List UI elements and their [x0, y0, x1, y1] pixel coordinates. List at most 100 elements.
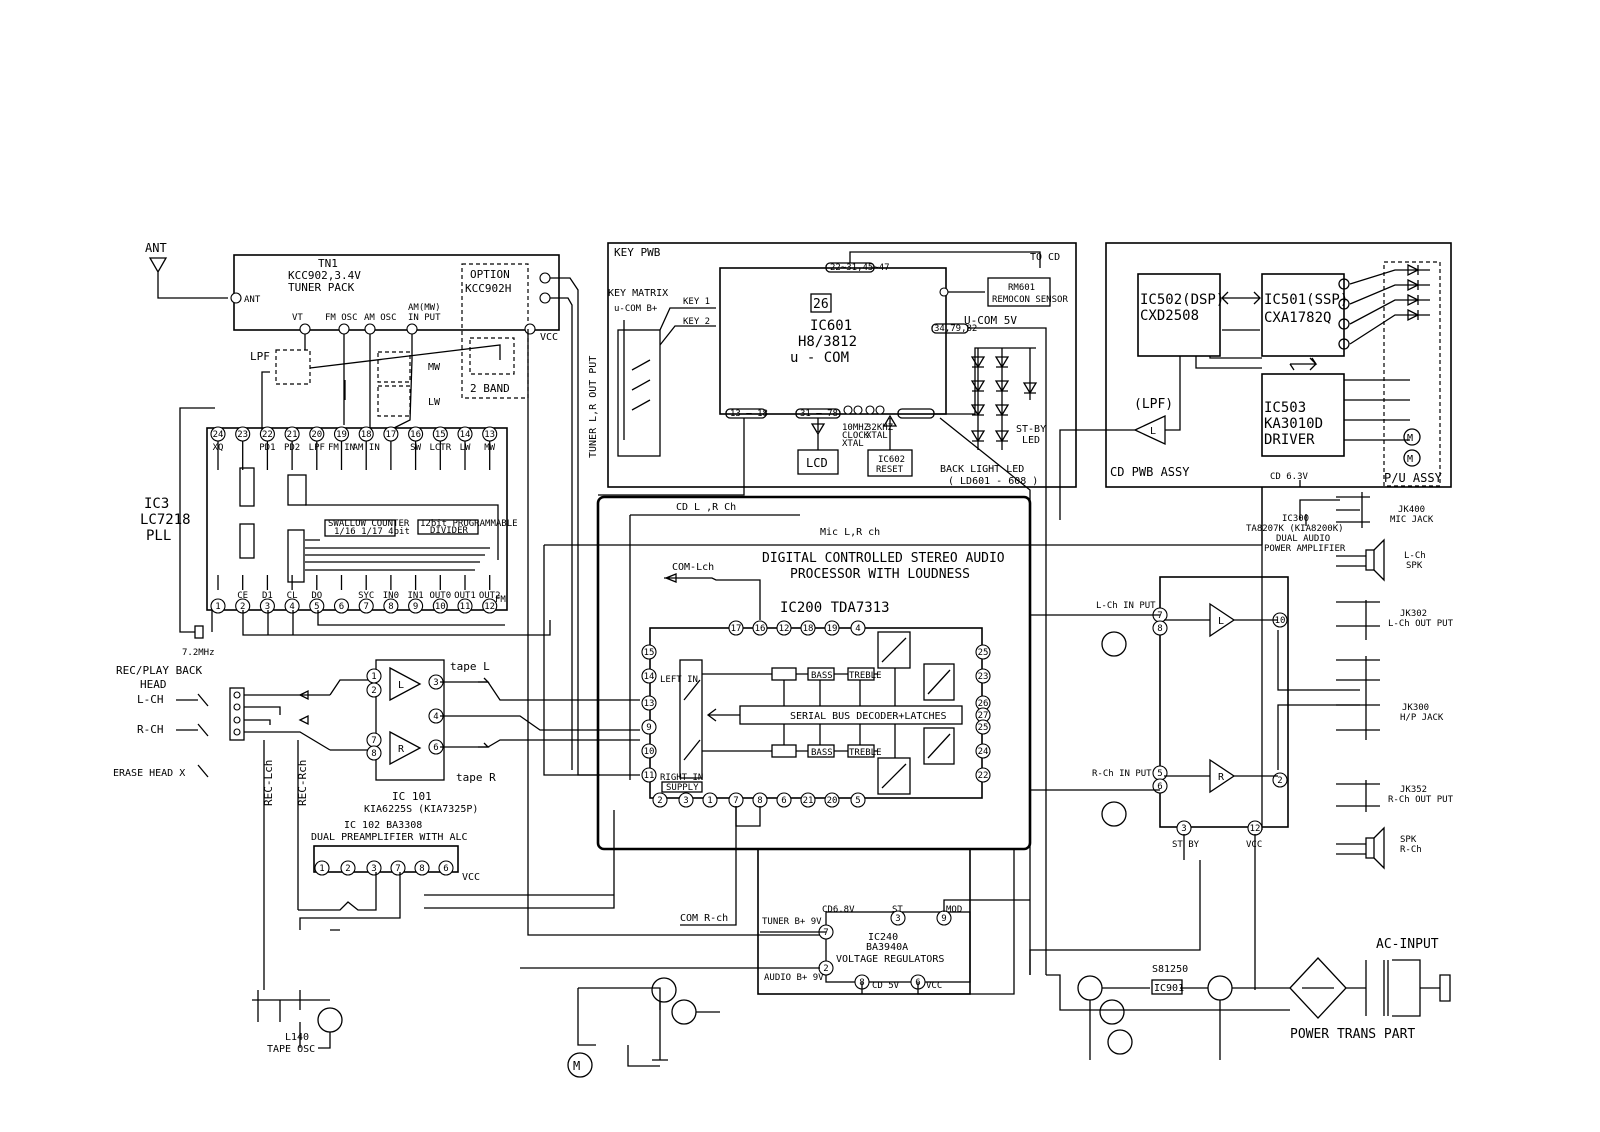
- com-l-label: COM-Lch: [672, 562, 714, 573]
- pll-bottom-pin-number: 5: [314, 602, 319, 612]
- ic200-right-pin: 25: [975, 644, 991, 660]
- ic102-label-1: IC 102 BA3308: [344, 820, 422, 831]
- tape-r-label: tape R: [456, 771, 496, 784]
- ic102-pin: 2: [340, 860, 356, 876]
- ic101-pin: 7: [366, 732, 382, 748]
- ic101-pin-number: 4: [433, 712, 438, 722]
- pll-top-pin: 18: [358, 426, 374, 442]
- reg-cd-label: CD6.8V: [822, 905, 855, 915]
- tuner-name: TUNER PACK: [288, 281, 355, 294]
- dsp-label-2: CXD2508: [1140, 308, 1199, 324]
- pll-bottom-pin-label: OUT1: [454, 591, 476, 601]
- reg-pin-number: 2: [823, 964, 828, 974]
- ic200-right-pin: 23: [975, 668, 991, 684]
- ic300-type-2: POWER AMPLIFIER: [1264, 544, 1346, 554]
- ic200-bottom-pin-number: 8: [757, 796, 762, 806]
- option-band: 2 BAND: [470, 382, 510, 395]
- reg-pin-number: 9: [941, 914, 946, 924]
- ic300-pin-number: 2: [1277, 776, 1282, 786]
- pll-top-pin-number: 15: [435, 430, 446, 440]
- ic200-bottom-pin: 2: [652, 792, 668, 808]
- pu-assy-label: P/U ASSY: [1384, 471, 1443, 485]
- antenna-symbol: ANT: [145, 241, 228, 299]
- jk400-label-2: MIC JACK: [1390, 515, 1434, 525]
- pll-fm-label: FM: [495, 595, 506, 605]
- jk352-label-2: R-Ch OUT PUT: [1388, 795, 1454, 805]
- tuner-title: TN1: [318, 257, 338, 270]
- ic200-top-pin-number: 16: [755, 624, 766, 634]
- ic200-bottom-pin-number: 20: [827, 796, 838, 806]
- pll-bottom-pin-label: DO: [311, 591, 322, 601]
- ic601-pins-b1: 13 — 18: [730, 409, 768, 419]
- pll-swallow-1: SWALLOW COUNTER: [328, 519, 410, 529]
- mw-label: MW: [428, 362, 441, 373]
- ic200-left-pin: 11: [641, 767, 657, 783]
- audio-title-1: DIGITAL CONTROLLED STEREO AUDIO: [762, 551, 1005, 566]
- ssp-label-1: IC501(SSP): [1264, 292, 1348, 308]
- pll-bottom-pin: 6: [333, 598, 350, 614]
- ic300-pin-number: 6: [1157, 782, 1162, 792]
- reg-audio-label: AUDIO B+ 9V: [764, 973, 824, 983]
- rec-l-label: REC-Lch: [262, 760, 275, 806]
- ic200-left-pin-number: 14: [644, 672, 655, 682]
- cd-lr-label: CD L ,R Ch: [676, 502, 736, 513]
- rec-r-label: REC-Rch: [296, 760, 309, 806]
- reg-mod-label: MOD: [946, 905, 962, 915]
- pin-vt-label: VT: [292, 313, 303, 323]
- ic200-right-pin: 25: [975, 719, 991, 735]
- pll-bottom-pin: 10: [432, 598, 448, 614]
- psu-s-label: S81250: [1152, 964, 1188, 975]
- reg-model-label: BA3940A: [866, 942, 908, 953]
- osc-label-1: L140: [285, 1032, 309, 1043]
- pll-top-pin-number: 22: [262, 430, 273, 440]
- spk-l-label-2: SPK: [1406, 561, 1423, 571]
- pll-xtal: 7.2MHz: [182, 648, 215, 658]
- ic200-bottom-pin-number: 6: [781, 796, 786, 806]
- ic200-top-pin: 19: [824, 620, 840, 636]
- reg-pin: 9: [936, 910, 952, 926]
- xtal-label-2: CLOCK: [842, 431, 870, 441]
- ic200-right-pin-number: 27: [978, 711, 989, 721]
- pll-bottom-pin-number: 3: [265, 602, 270, 612]
- pll-top-pin-number: 19: [336, 430, 347, 440]
- reset-label-2: RESET: [876, 465, 904, 475]
- ic102-pin: 7: [390, 860, 406, 876]
- pll-bottom-pin: 8: [383, 598, 399, 614]
- key-to-cd: TO CD: [1030, 252, 1060, 263]
- rin-label: R-Ch IN PUT: [1092, 769, 1152, 779]
- rch-label: R-CH: [137, 723, 164, 736]
- ic200-right-pin-number: 23: [978, 672, 989, 682]
- ic101-pin-number: 3: [433, 678, 438, 688]
- pin-amin-label-1: AM(MW): [408, 303, 441, 313]
- supply-label: SUPPLY: [666, 783, 699, 793]
- ic300-vcc: VCC: [1246, 840, 1262, 850]
- reg-type-label: VOLTAGE REGULATORS: [836, 954, 944, 965]
- ic102-pin: 6: [438, 860, 454, 876]
- ic200-bottom-pin-number: 3: [683, 796, 688, 806]
- pin-fmosc-label: FM OSC: [325, 313, 358, 323]
- reg-vcc-label: VCC: [926, 981, 942, 991]
- option-title: OPTION: [470, 268, 510, 281]
- pll-top-pin: 16: [408, 426, 424, 442]
- ic200-bottom-pin: 3: [678, 792, 694, 808]
- ucom-b-label: u-COM B+: [614, 304, 658, 314]
- ic200-top-pin-number: 12: [779, 624, 790, 634]
- ic300-label: IC300: [1282, 514, 1309, 524]
- pll-bottom-pin-label: OUT0: [429, 591, 451, 601]
- pll-top-pin-number: 14: [460, 430, 471, 440]
- mic-lr-label: Mic L,R ch: [820, 527, 880, 538]
- ic101-pin-number: 8: [371, 749, 376, 759]
- ic300-pin: 12: [1247, 820, 1263, 836]
- pll-top-pin: 24: [210, 426, 226, 442]
- ic300-pin-number: 12: [1250, 824, 1261, 834]
- key2-label: KEY 2: [683, 317, 710, 327]
- cd-assy-label: CD PWB ASSY: [1110, 465, 1190, 479]
- pll-top-pin: 23: [235, 426, 251, 442]
- jk300-label-1: JK300: [1402, 703, 1429, 713]
- ic101-model: KIA6225S (KIA7325P): [364, 804, 478, 815]
- pll-bottom-pin: 9: [408, 598, 424, 614]
- pll-bottom-pin: 1: [210, 598, 226, 614]
- ic200-left-pin-number: 11: [644, 771, 655, 781]
- ic300-pin-number: 10: [1275, 616, 1286, 626]
- pll-bottom-pin: 5: [309, 598, 325, 614]
